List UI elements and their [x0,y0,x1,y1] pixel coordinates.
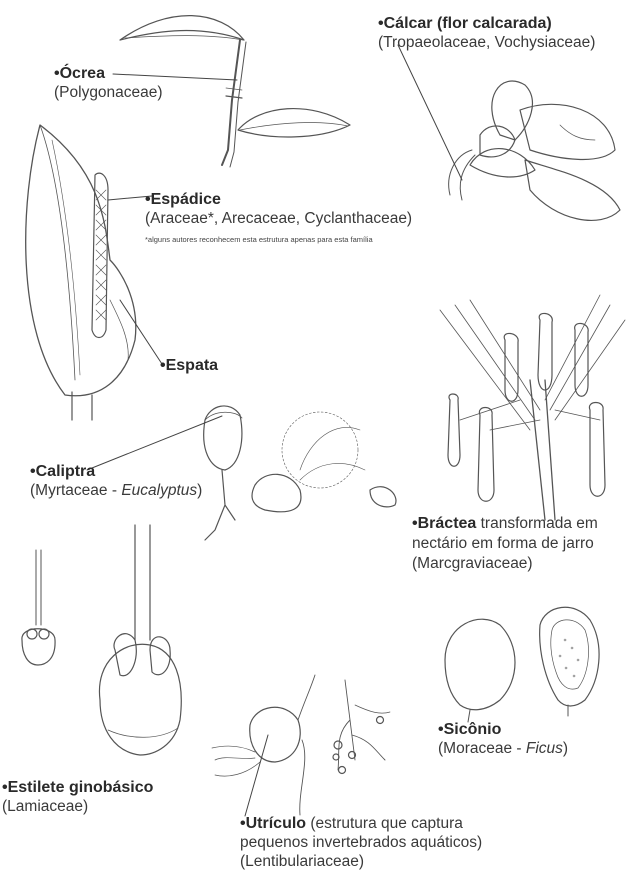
utriculo-line3: (Lentibulariaceae) [240,853,364,870]
caliptra-term: Caliptra [36,463,96,480]
siconio-term: Sicônio [444,721,502,738]
espadice-families: (Araceae*, Arecaceae, Cyclanthaceae) [145,210,412,227]
espadice-note: *alguns autores reconhecem esta estrutur… [145,235,373,244]
estilete-families: (Lamiaceae) [2,798,88,815]
caliptra-families: (Myrtaceae - Eucalyptus) [30,482,202,499]
bractea-line2: nectário em forma de jarro [412,535,594,552]
espadice-label: •Espádice (Araceae*, Arecaceae, Cyclanth… [145,190,412,247]
ocrea-label: •Ócrea (Polygonaceae) [54,64,163,102]
ocrea-term: Ócrea [60,65,105,82]
estilete-term: Estilete ginobásico [8,779,154,796]
calcar-label: •Cálcar (flor calcarada) (Tropaeolaceae,… [378,14,595,52]
utriculo-illustration [212,675,390,815]
calcar-families: (Tropaeolaceae, Vochysiaceae) [378,34,595,51]
siconio-families: (Moraceae - Ficus) [438,740,568,757]
caliptra-label: •Caliptra (Myrtaceae - Eucalyptus) [30,462,202,500]
calcar-leader [398,45,462,180]
bractea-term: Bráctea [418,515,477,532]
calcar-term: Cálcar (flor calcarada) [384,15,552,32]
bractea-line3: (Marcgraviaceae) [412,555,533,572]
caliptra-illustration [204,406,396,540]
siconio-illustration [445,607,599,722]
espata-term: Espata [166,357,218,374]
estilete-label: •Estilete ginobásico (Lamiaceae) [2,778,153,816]
espata-label: •Espata [160,356,218,375]
utriculo-term: Utrículo [246,815,306,832]
siconio-label: •Sicônio (Moraceae - Ficus) [438,720,568,758]
espadice-term: Espádice [151,191,221,208]
utriculo-line2: pequenos invertebrados aquáticos) [240,834,482,851]
calcar-illustration [449,81,620,220]
estilete-illustration [22,525,181,755]
espadice-espata-illustration [26,125,136,420]
utriculo-leader [245,735,268,816]
bractea-label: •Bráctea transformada em nectário em for… [412,514,598,574]
ocrea-families: (Polygonaceae) [54,84,163,101]
espata-leader [120,300,162,364]
bractea-illustration [440,295,625,520]
utriculo-label: •Utrículo (estrutura que captura pequeno… [240,814,482,871]
